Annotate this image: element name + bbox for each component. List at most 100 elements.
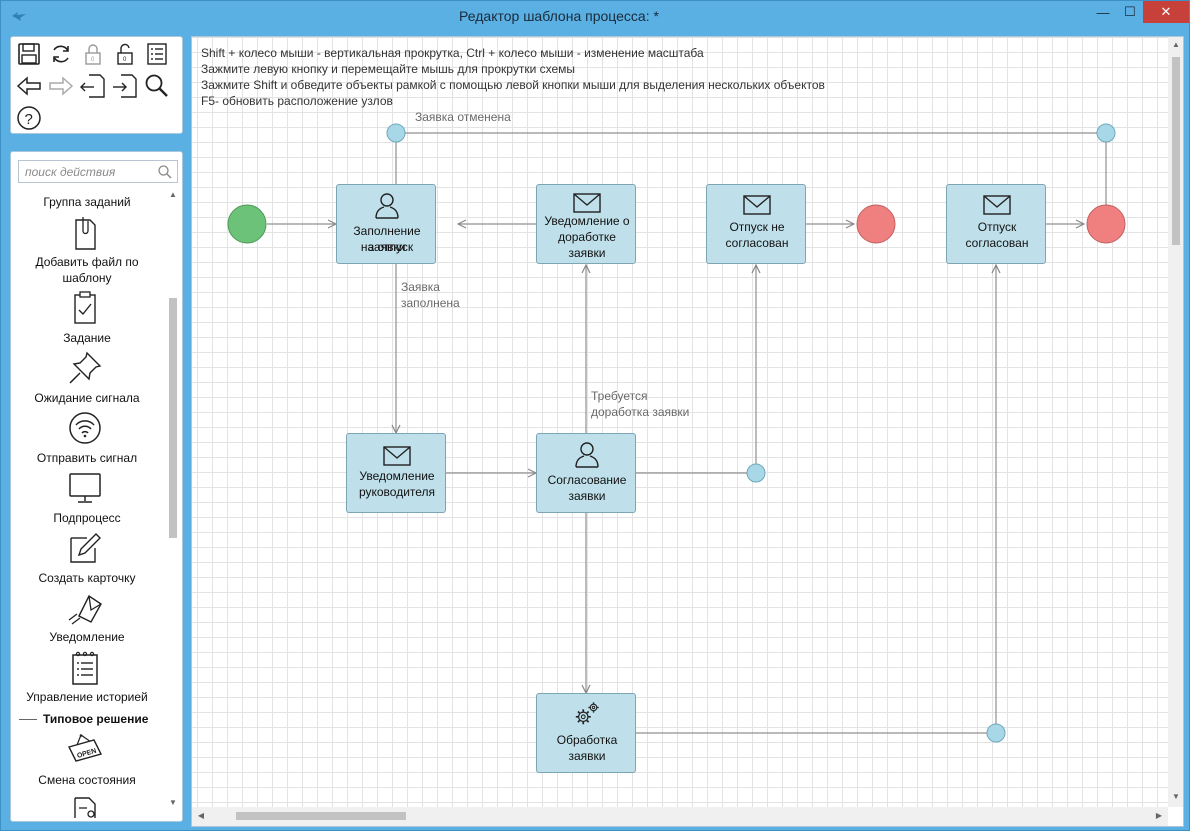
actions-panel: Группа заданий Добавить файл по шаблону …	[10, 151, 183, 822]
action-send-signal-label[interactable]: Отправить сигнал	[36, 451, 138, 465]
actions-scrollbar[interactable]: ▲ ▼	[166, 188, 180, 810]
node-approval[interactable]: Согласование заявки	[536, 433, 636, 513]
gateway-cancel-left[interactable]	[386, 123, 406, 143]
node-label: согласован	[725, 236, 789, 250]
action-change-state-label[interactable]: Смена состояния	[38, 773, 136, 787]
action-task-label[interactable]: Задание	[63, 331, 111, 345]
hint-line: Shift + колесо мыши - вертикальная прокр…	[201, 46, 704, 60]
end-event-approved[interactable]	[1086, 204, 1126, 244]
actions-scroll-thumb[interactable]	[169, 298, 177, 538]
node-processing[interactable]: Обработка заявки	[536, 693, 636, 773]
lock-open-icon[interactable]: 0	[111, 40, 139, 68]
gears-icon	[575, 702, 599, 725]
pencil-icon[interactable]	[67, 530, 103, 566]
clipboard-check-icon[interactable]	[67, 290, 103, 326]
canvas-vertical-scrollbar[interactable]: ▲ ▼	[1168, 37, 1183, 807]
arrow-left-icon[interactable]	[15, 72, 43, 100]
node-label: заявки	[568, 489, 606, 503]
notepad-list-icon[interactable]	[67, 650, 103, 686]
group-header-label: Типовое решение	[43, 712, 149, 726]
scroll-up-arrow-icon[interactable]: ▲	[169, 190, 177, 199]
canvas-hscroll-thumb[interactable]	[236, 812, 406, 820]
action-notification-label[interactable]: Уведомление	[49, 630, 125, 644]
scroll-down-arrow-icon[interactable]: ▼	[169, 798, 177, 807]
svg-text:?: ?	[25, 111, 33, 128]
export-icon[interactable]	[111, 72, 139, 100]
open-sign-icon[interactable]: OPEN	[67, 733, 103, 769]
list-icon[interactable]	[143, 40, 171, 68]
canvas-hints: Shift + колесо мыши - вертикальная прокр…	[201, 45, 825, 109]
action-subprocess-label[interactable]: Подпроцесс	[53, 511, 121, 525]
node-label: Отпуск	[977, 220, 1017, 234]
node-label: Обработка	[556, 733, 618, 747]
app-logo-icon	[12, 12, 26, 21]
refresh-icon[interactable]	[47, 40, 75, 68]
start-event[interactable]	[227, 204, 267, 244]
envelope-icon	[383, 446, 411, 466]
envelope-send-icon[interactable]	[67, 590, 103, 626]
actions-list: Группа заданий Добавить файл по шаблону …	[11, 188, 163, 818]
node-label: доработке	[558, 230, 616, 244]
maximize-button[interactable]: ☐	[1124, 4, 1136, 19]
envelope-icon	[983, 195, 1011, 215]
search-icon[interactable]	[157, 164, 173, 180]
document-partial-icon[interactable]	[67, 794, 103, 818]
node-not-approved[interactable]: Отпуск не согласован	[706, 184, 806, 264]
edge-label-line: заполнена	[401, 296, 460, 310]
canvas-vscroll-thumb[interactable]	[1172, 57, 1180, 245]
node-label: заявки	[568, 749, 606, 763]
help-icon[interactable]: ?	[15, 104, 43, 132]
hint-line: F5- обновить расположение узлов	[201, 94, 393, 108]
diagram-canvas-container: Shift + колесо мыши - вертикальная прокр…	[191, 36, 1184, 827]
action-group-tasks[interactable]: Группа заданий	[43, 195, 131, 209]
action-wait-signal-label[interactable]: Ожидание сигнала	[34, 391, 140, 405]
action-history-label[interactable]: Управление историей	[26, 690, 148, 704]
node-label: на отпуск	[360, 240, 414, 254]
file-clip-icon[interactable]	[67, 216, 103, 252]
canvas-horizontal-scrollbar[interactable]: ◀ ▶	[192, 807, 1168, 826]
pin-icon[interactable]	[67, 350, 103, 386]
import-icon[interactable]	[79, 72, 107, 100]
node-manager-notice[interactable]: Уведомление руководителя	[346, 433, 446, 513]
user-icon	[375, 193, 399, 219]
save-icon[interactable]	[15, 40, 43, 68]
gateway-cancel-right[interactable]	[1096, 123, 1116, 143]
node-approved[interactable]: Отпуск согласован	[946, 184, 1046, 264]
edge-label-filled: Заявка заполнена	[401, 279, 460, 311]
gateway-approval[interactable]	[746, 463, 766, 483]
close-button[interactable]: ✕	[1143, 1, 1189, 23]
search-input[interactable]	[25, 164, 150, 180]
node-fill-request[interactable]: Заполнение заявки на отпуск	[336, 184, 436, 264]
envelope-icon	[573, 193, 601, 213]
monitor-icon[interactable]	[67, 470, 103, 506]
user-icon	[575, 442, 599, 468]
action-create-card-label[interactable]: Создать карточку	[38, 571, 136, 585]
search-box[interactable]	[18, 160, 178, 183]
svg-text:0: 0	[91, 57, 95, 63]
edge-label-line: Заявка	[401, 280, 440, 294]
node-label: Уведомление	[359, 469, 435, 483]
search-zoom-icon[interactable]	[143, 72, 171, 100]
scroll-up-arrow-icon[interactable]: ▲	[1172, 40, 1180, 49]
scroll-right-arrow-icon[interactable]: ▶	[1155, 811, 1163, 820]
group-header-typical[interactable]: Типовое решение	[19, 712, 159, 726]
end-event-rejected[interactable]	[856, 204, 896, 244]
node-rework-notice[interactable]: Уведомление о доработке заявки	[536, 184, 636, 264]
action-add-file-label[interactable]: Добавить файл по шаблону	[35, 255, 139, 285]
node-label: согласован	[965, 236, 1029, 250]
scroll-left-arrow-icon[interactable]: ◀	[197, 811, 205, 820]
arrow-right-icon[interactable]	[47, 72, 75, 100]
scroll-down-arrow-icon[interactable]: ▼	[1172, 792, 1180, 801]
toolbar-panel: 0 0 ?	[10, 36, 183, 134]
title-bar[interactable]: Редактор шаблона процесса: * — ☐ ✕	[1, 1, 1189, 31]
node-label: Согласование	[547, 473, 627, 487]
wifi-signal-icon[interactable]	[67, 410, 103, 446]
window-title: Редактор шаблона процесса: *	[459, 8, 659, 24]
gateway-processing[interactable]	[986, 723, 1006, 743]
diagram-canvas[interactable]: Shift + колесо мыши - вертикальная прокр…	[192, 37, 1168, 807]
minimize-button[interactable]: —	[1096, 4, 1110, 20]
lock-closed-icon[interactable]: 0	[79, 40, 107, 68]
hint-line: Зажмите левую кнопку и перемещайте мышь …	[201, 62, 576, 76]
edge-label-line: доработка заявки	[591, 405, 690, 419]
